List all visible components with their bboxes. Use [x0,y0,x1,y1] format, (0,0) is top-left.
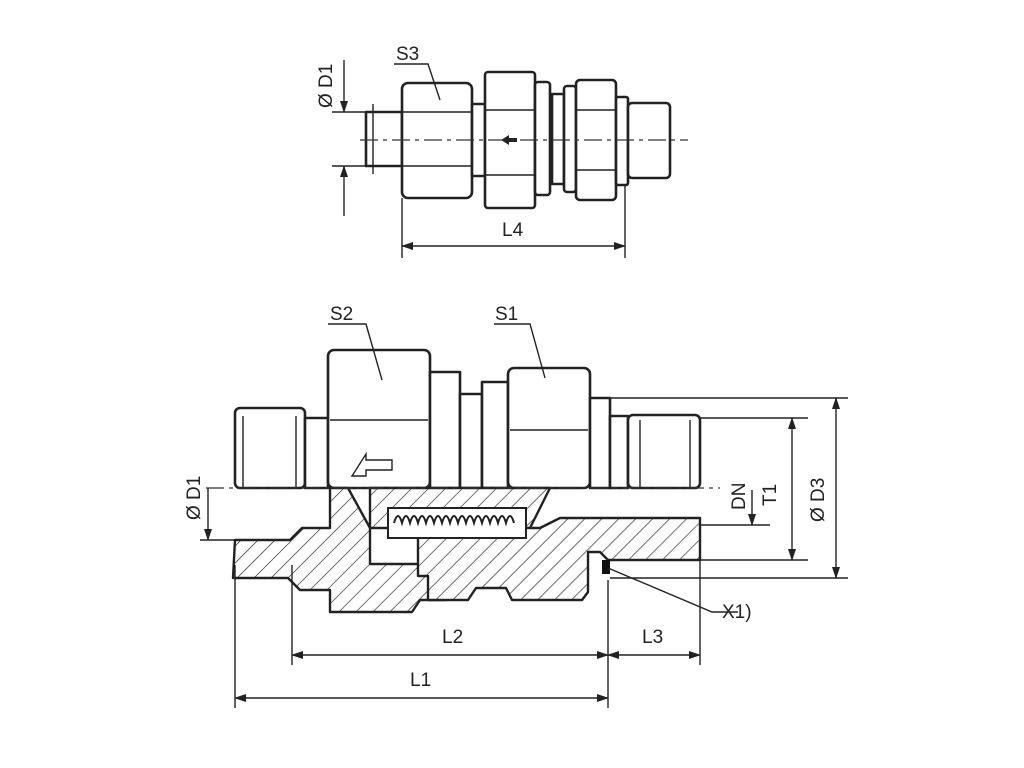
l3-label: L3 [642,627,663,648]
x1-label: X1) [722,602,752,623]
section-view: S2 S1 Ø D1 DN T1 Ø D3 X1) L2 L3 L1 [184,304,848,708]
top-view: Ø D1 S3 L4 [316,44,688,258]
d3-label: Ø D3 [808,478,829,522]
right-stud [626,413,702,490]
l1-label: L1 [410,670,431,691]
pipe [364,110,404,168]
flow-arrow-icon [501,135,517,145]
l4-label: L4 [502,220,524,241]
section-d1-label: Ø D1 [184,476,205,520]
s1-nut [506,366,592,490]
t1-label: T1 [760,484,781,506]
seal-ring [602,560,610,574]
s1-label: S1 [495,304,518,325]
dn-label: DN [729,483,750,510]
spring-icon [393,515,515,527]
s3-label: S3 [396,44,419,65]
top-d1-label: Ø D1 [316,64,337,108]
left-stud [233,406,307,490]
s2-label: S2 [330,304,353,325]
l2-label: L2 [442,627,463,648]
flow-direction-arrow-icon [350,451,393,477]
